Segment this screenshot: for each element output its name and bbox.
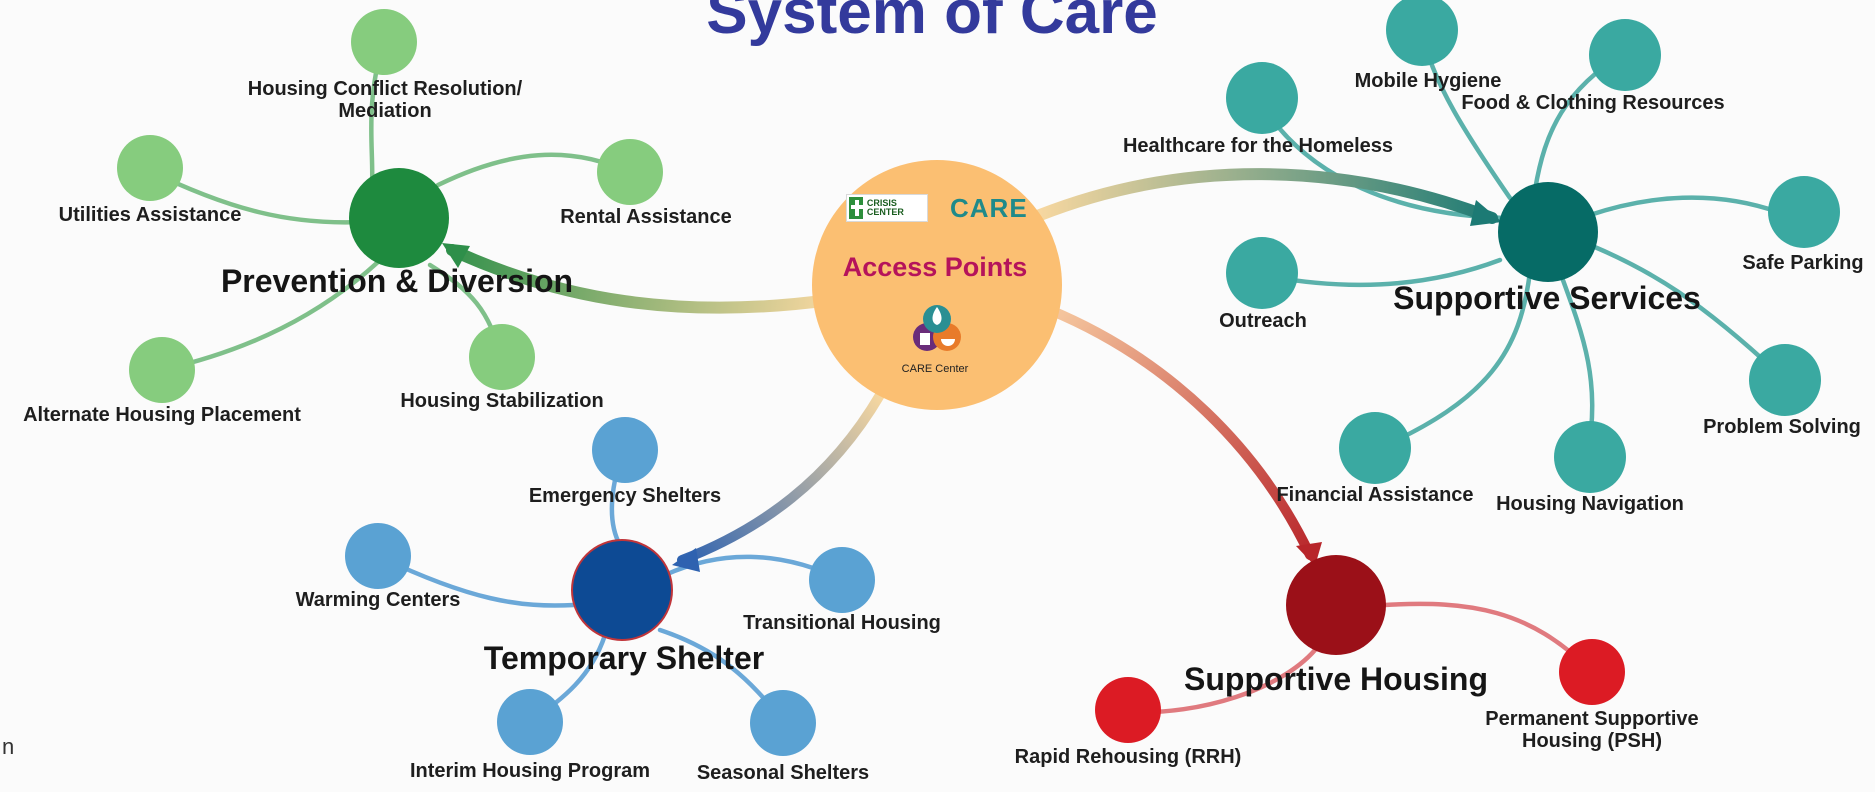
leaf-stabilization-node[interactable] (469, 324, 535, 390)
leaf-transitional-label: Transitional Housing (743, 612, 941, 634)
leaf-alternate-label: Alternate Housing Placement (23, 404, 301, 426)
leaf-parking-node[interactable] (1768, 176, 1840, 248)
crisis-center-logo-text: CRISIS CENTER (866, 198, 904, 217)
hub-services-label: Supportive Services (1393, 280, 1701, 316)
leaf-stabilization-label: Housing Stabilization (400, 390, 604, 412)
leaf-navigation-node[interactable] (1554, 421, 1626, 493)
leaf-hygiene-label: Mobile Hygiene (1354, 70, 1502, 92)
leaf-warming-label: Warming Centers (295, 589, 461, 611)
hub-housing-node[interactable] (1286, 555, 1386, 655)
shelter-leaves (345, 417, 875, 756)
leaf-health-label: Healthcare for the Homeless (1122, 135, 1394, 157)
prevention-leaves (117, 9, 663, 403)
leaf-navigation-label: Housing Navigation (1496, 493, 1684, 515)
arrow-to-services (1034, 168, 1498, 224)
leaf-parking-label: Safe Parking (1742, 252, 1864, 274)
leaf-rental-node[interactable] (597, 139, 663, 205)
leaf-outreach-label: Outreach (1219, 310, 1307, 332)
link-prev-alternate (159, 259, 381, 373)
leaf-transitional-node[interactable] (809, 547, 875, 613)
hub-prevention-node[interactable] (349, 168, 449, 268)
leaf-rrh-node[interactable] (1095, 677, 1161, 743)
link-serv-health (1259, 102, 1508, 221)
leaf-food-node[interactable] (1589, 19, 1661, 91)
leaf-interim-node[interactable] (497, 689, 563, 755)
corner-text: n (2, 734, 15, 759)
leaf-warming-node[interactable] (345, 523, 411, 589)
arrow-to-housing (1045, 305, 1315, 560)
leaf-financial-label: Financial Assistance (1276, 484, 1474, 506)
housing-leaves (1095, 639, 1625, 743)
arrow-to-shelter (677, 390, 885, 565)
leaf-food-label: Food & Clothing Resources (1461, 92, 1725, 114)
care-logo: CARE (950, 193, 1028, 224)
leaf-psh-label: Permanent Supportive Housing (PSH) (1485, 708, 1699, 752)
leaf-interim-label: Interim Housing Program (409, 760, 651, 782)
leaf-alternate-node[interactable] (129, 337, 195, 403)
services-leaves (1226, 0, 1840, 493)
leaf-health-node[interactable] (1226, 62, 1298, 134)
cross-icon (849, 197, 863, 219)
arrow-to-prevention (446, 244, 836, 314)
leaf-financial-node[interactable] (1339, 412, 1411, 484)
page-title: System of Care (706, 0, 1158, 47)
access-points-node[interactable] (812, 160, 1062, 410)
hub-prevention-label: Prevention & Diversion (220, 263, 574, 299)
leaf-problem-label: Problem Solving (1703, 416, 1861, 438)
leaf-utilities-label: Utilities Assistance (58, 204, 242, 226)
care-center-label: CARE Center (901, 363, 969, 375)
care-center-icon (913, 305, 961, 351)
leaf-emergency-label: Emergency Shelters (528, 485, 722, 507)
leaf-emergency-node[interactable] (592, 417, 658, 483)
leaf-conflict-label: Housing Conflict Resolution/ Mediation (247, 78, 523, 122)
link-serv-financial (1372, 269, 1533, 453)
arrowhead-shelter (672, 548, 700, 572)
leaf-conflict-node[interactable] (351, 9, 417, 75)
link-shel-warming (375, 553, 577, 608)
hub-housing-label: Supportive Housing (1184, 661, 1488, 697)
hub-shelter-label: Temporary Shelter (483, 640, 765, 676)
link-serv-problem (1587, 242, 1786, 381)
arrowhead-services (1470, 200, 1502, 226)
leaf-rrh-label: Rapid Rehousing (RRH) (1014, 746, 1242, 768)
arrowhead-prevention (442, 243, 470, 268)
leaf-rental-label: Rental Assistance (560, 206, 732, 228)
leaf-problem-node[interactable] (1749, 344, 1821, 416)
link-serv-parking (1587, 195, 1781, 218)
leaf-psh-node[interactable] (1559, 639, 1625, 705)
leaf-hygiene-node[interactable] (1386, 0, 1458, 66)
crisis-center-logo: CRISIS CENTER (846, 194, 928, 222)
leaf-seasonal-label: Seasonal Shelters (696, 762, 870, 784)
care-logo-text: CARE (950, 193, 1028, 223)
leaf-outreach-node[interactable] (1226, 237, 1298, 309)
leaf-seasonal-node[interactable] (750, 690, 816, 756)
leaf-utilities-node[interactable] (117, 135, 183, 201)
hub-shelter-node[interactable] (571, 539, 673, 641)
access-points-title: Access Points (842, 252, 1028, 282)
link-hous-psh (1382, 601, 1593, 673)
hub-services-node[interactable] (1498, 182, 1598, 282)
